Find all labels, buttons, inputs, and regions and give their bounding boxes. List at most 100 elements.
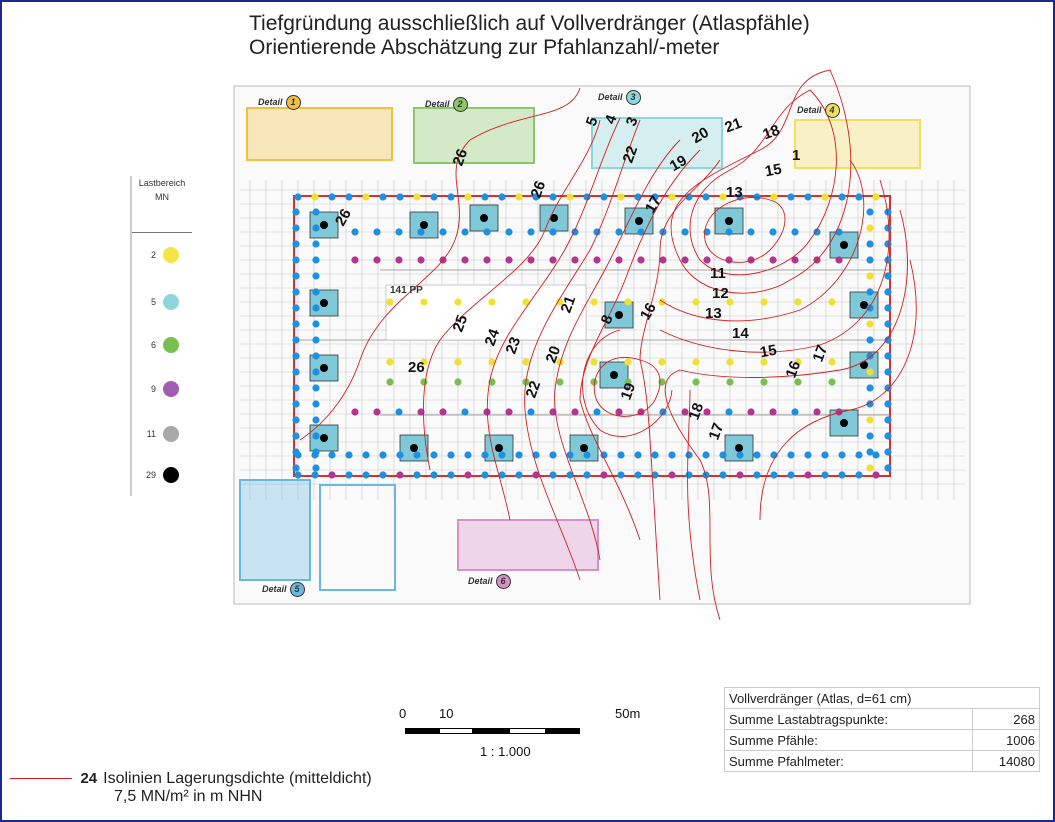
pile-dot <box>866 208 874 216</box>
pile-dot <box>312 368 320 376</box>
pile-dot <box>617 193 625 201</box>
pile-dot <box>634 451 642 459</box>
summary-value: 14080 <box>972 750 1040 772</box>
pile-dot <box>549 451 557 459</box>
pile-dot <box>668 471 676 479</box>
pile-dot <box>703 408 711 416</box>
isoline-label: 15 <box>763 160 784 181</box>
pile-dot <box>312 432 320 440</box>
pile-dot <box>292 352 300 360</box>
pile-dot <box>787 193 795 201</box>
pile-dot <box>417 408 425 416</box>
isoline-label: 12 <box>712 285 729 302</box>
pile-dot <box>430 193 438 201</box>
pile-dot <box>549 471 557 479</box>
detail-number-icon: 6 <box>495 574 511 589</box>
pile-dot <box>320 221 328 229</box>
pile-dot <box>292 384 300 392</box>
pile-dot <box>702 451 710 459</box>
pile-dot <box>413 193 421 201</box>
pile-dot <box>617 471 625 479</box>
pile-dot <box>600 193 608 201</box>
pile-dot <box>312 224 320 232</box>
pile-dot <box>791 408 799 416</box>
pile-dot <box>884 320 892 328</box>
pile-dot <box>556 378 564 386</box>
summary-value: 1006 <box>972 729 1040 751</box>
detail-box <box>246 107 393 161</box>
pile-dot <box>566 451 574 459</box>
legend-dot-icon <box>163 337 179 353</box>
pile-dot <box>821 451 829 459</box>
pile-dot <box>872 193 880 201</box>
pile-dot <box>420 358 428 366</box>
pile-dot <box>719 193 727 201</box>
pile-dot <box>692 378 700 386</box>
pile-dot <box>866 240 874 248</box>
detail-box <box>413 107 535 164</box>
pile-dot <box>747 408 755 416</box>
pile-dot <box>658 358 666 366</box>
pile-dot <box>396 471 404 479</box>
pile-dot <box>464 471 472 479</box>
pile-dot <box>624 378 632 386</box>
pile-dot <box>320 434 328 442</box>
pile-dot <box>753 451 761 459</box>
pile-dot <box>464 451 472 459</box>
pile-dot <box>571 256 579 264</box>
pile-dot <box>481 193 489 201</box>
pile-dot <box>345 193 353 201</box>
legend-value: 5 <box>150 297 156 307</box>
pile-dot <box>505 256 513 264</box>
pile-dot <box>794 298 802 306</box>
legend-value: 29 <box>145 470 156 480</box>
building-outline <box>293 195 891 477</box>
pile-dot <box>804 193 812 201</box>
pile-dot <box>866 384 874 392</box>
scale-tick-50: 50m <box>615 706 641 721</box>
pile-dot <box>396 193 404 201</box>
pile-dot <box>439 228 447 236</box>
pile-dot <box>461 408 469 416</box>
pile-dot <box>659 256 667 264</box>
pile-dot <box>769 256 777 264</box>
pile-dot <box>884 224 892 232</box>
summary-label: Summe Pfahlmeter: <box>723 750 974 772</box>
legend-divider <box>132 232 192 233</box>
pile-dot <box>362 451 370 459</box>
pile-dot <box>804 471 812 479</box>
table-row: Summe Pfahlmeter:14080 <box>723 750 1040 772</box>
pile-dot <box>692 358 700 366</box>
pile-dot <box>685 471 693 479</box>
pile-dot <box>292 464 300 472</box>
pile-dot <box>838 471 846 479</box>
pile-dot <box>681 256 689 264</box>
pile-dot <box>294 193 302 201</box>
legend-unit: MN <box>155 192 169 202</box>
pile-dot <box>791 228 799 236</box>
pile-dot <box>480 214 488 222</box>
isoline-label: 13 <box>705 305 722 322</box>
pile-dot <box>804 451 812 459</box>
pile-dot <box>610 371 618 379</box>
pile-dot <box>312 352 320 360</box>
pile-dot <box>292 240 300 248</box>
pile-dot <box>420 221 428 229</box>
pile-dot <box>702 193 710 201</box>
pile-dot <box>447 451 455 459</box>
pile-dot <box>787 451 795 459</box>
pile-dot <box>292 336 300 344</box>
pile-dot <box>312 272 320 280</box>
isoline-label: 13 <box>726 184 743 201</box>
pile-dot <box>430 471 438 479</box>
pile-dot <box>736 471 744 479</box>
pile-dot <box>866 224 874 232</box>
pile-dot <box>884 336 892 344</box>
pile-dot <box>292 320 300 328</box>
pile-dot <box>395 408 403 416</box>
legend-item: 29 <box>132 466 192 486</box>
pile-dot <box>637 408 645 416</box>
